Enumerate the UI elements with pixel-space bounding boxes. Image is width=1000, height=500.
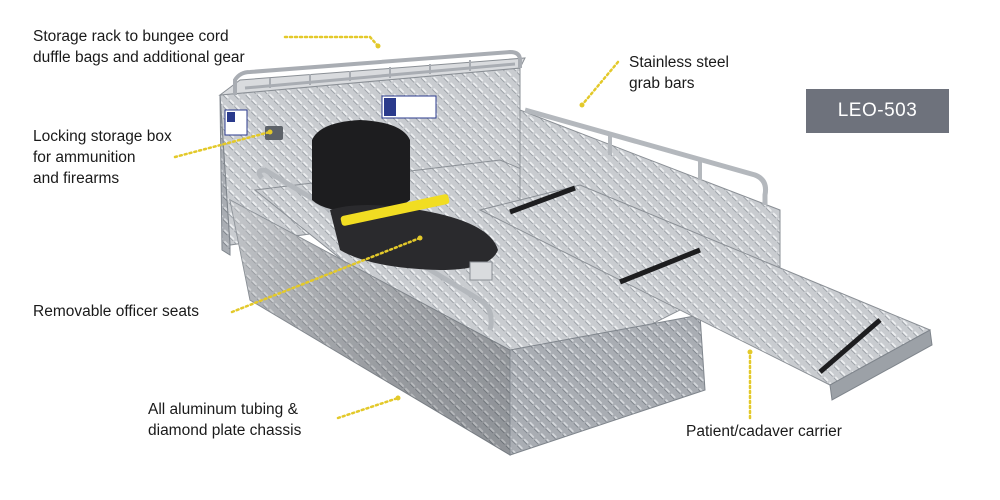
- grab-bar-right: [524, 107, 768, 205]
- callout-locking-box-line-1: Locking storage box: [33, 128, 172, 145]
- callout-grab-bars-line-1: Stainless steel: [629, 54, 729, 71]
- callout-grab-bars-line-2: grab bars: [629, 75, 695, 92]
- callout-carrier: Patient/cadaver carrier: [686, 421, 842, 442]
- callout-chassis-line-2: diamond plate chassis: [148, 422, 302, 439]
- callout-officer-seats: Removable officer seats: [33, 301, 199, 322]
- callout-chassis-line-1: All aluminum tubing &: [148, 401, 298, 418]
- officer-seat-back: [312, 120, 410, 212]
- callout-grab-bars: Stainless steel grab bars: [629, 52, 729, 94]
- callout-storage-rack: Storage rack to bungee cord duffle bags …: [33, 26, 245, 68]
- callout-locking-box-line-3: and firearms: [33, 170, 120, 187]
- callout-locking-box: Locking storage box for ammunition and f…: [33, 126, 172, 189]
- callout-storage-rack-line-2: duffle bags and additional gear: [33, 49, 245, 66]
- callout-carrier-line-1: Patient/cadaver carrier: [686, 423, 842, 440]
- callout-locking-box-line-2: for ammunition: [33, 149, 136, 166]
- callout-storage-rack-line-1: Storage rack to bungee cord: [33, 28, 229, 45]
- tailgate: [509, 314, 706, 456]
- callout-chassis: All aluminum tubing & diamond plate chas…: [148, 399, 301, 441]
- lock-latch: [265, 126, 283, 140]
- model-badge: LEO-503: [806, 89, 949, 133]
- storage-rack: [233, 49, 522, 95]
- callout-officer-seats-line-1: Removable officer seats: [33, 303, 199, 320]
